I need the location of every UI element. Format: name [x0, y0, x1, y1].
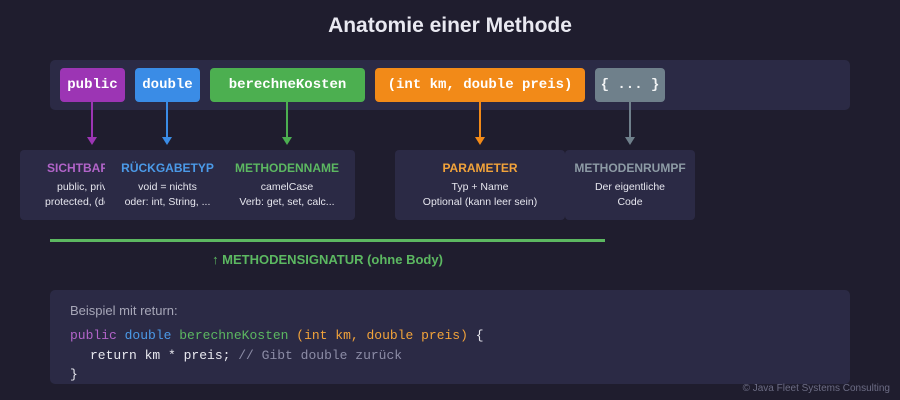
body-heading: METHODENRUMPF: [574, 161, 686, 175]
modifier-line-2: protected, (default): [45, 196, 105, 208]
parameters-token: (int km, double preis): [375, 68, 585, 102]
code-parameters: (int km, double preis): [296, 328, 468, 343]
body-card: [565, 150, 695, 220]
connector-arrows: [87, 102, 635, 145]
code-comment: // Gibt double zurück: [238, 348, 403, 363]
parameters-explanation: PARAMETER Typ + Name Optional (kann leer…: [395, 150, 565, 220]
code-open-brace: {: [475, 328, 484, 343]
code-line-3: }: [70, 367, 78, 382]
modifier-token: public: [60, 68, 125, 102]
modifier-heading: SICHTBARKEIT: [47, 161, 105, 175]
parameters-line-2: Optional (kann leer sein): [422, 196, 538, 208]
modifier-line-1: public, private,: [57, 181, 105, 193]
return-type-token: double: [135, 68, 200, 102]
body-token: { ... }: [595, 68, 665, 102]
code-method-name: berechneKosten: [179, 328, 289, 343]
arrow-return-type: [162, 102, 172, 145]
arrow-modifier: [87, 102, 97, 145]
signature-underline: [50, 239, 605, 242]
page-title: Anatomie einer Methode: [328, 14, 572, 37]
copyright-footer: © Java Fleet Systems Consulting: [742, 383, 890, 394]
return-type-heading: RÜCKGABETYP: [121, 161, 214, 175]
body-explanation: METHODENRUMPF Der eigentliche Code: [565, 150, 695, 220]
arrow-body: [625, 102, 635, 145]
code-line-2: return km * preis; // Gibt double zurück: [90, 348, 402, 363]
code-return-type: double: [124, 328, 172, 343]
code-example-panel: [50, 290, 850, 384]
body-line-2: Code: [617, 196, 643, 208]
parameters-card: [395, 150, 565, 220]
return-type-explanation: RÜCKGABETYP void = nichts oder: int, Str…: [105, 150, 230, 220]
return-type-line-2: oder: int, String, ...: [124, 196, 211, 208]
signature-parts-card: [20, 150, 355, 220]
method-name-heading: METHODENNAME: [235, 161, 339, 175]
code-example-caption: Beispiel mit return:: [70, 303, 178, 318]
body-line-1: Der eigentliche: [594, 181, 666, 193]
signature-label: ↑ METHODENSIGNATUR (ohne Body): [212, 252, 443, 267]
method-name-explanation: METHODENNAME camelCase Verb: get, set, c…: [226, 150, 348, 220]
return-type-line-1: void = nichts: [138, 181, 197, 193]
method-name-token: berechneKosten: [210, 68, 365, 102]
parameters-heading: PARAMETER: [442, 161, 518, 175]
method-name-line-2: Verb: get, set, calc...: [239, 196, 335, 208]
arrow-parameters: [475, 102, 485, 145]
code-return-statement: return km * preis;: [90, 348, 231, 363]
arrow-method-name: [282, 102, 292, 145]
parameters-line-1: Typ + Name: [451, 181, 509, 193]
modifier-explanation: SICHTBARKEIT public, private, protected,…: [20, 150, 105, 220]
method-name-line-1: camelCase: [260, 181, 314, 193]
code-line-1: public double berechneKosten (int km, do…: [70, 328, 484, 343]
code-modifier: public: [70, 328, 117, 343]
